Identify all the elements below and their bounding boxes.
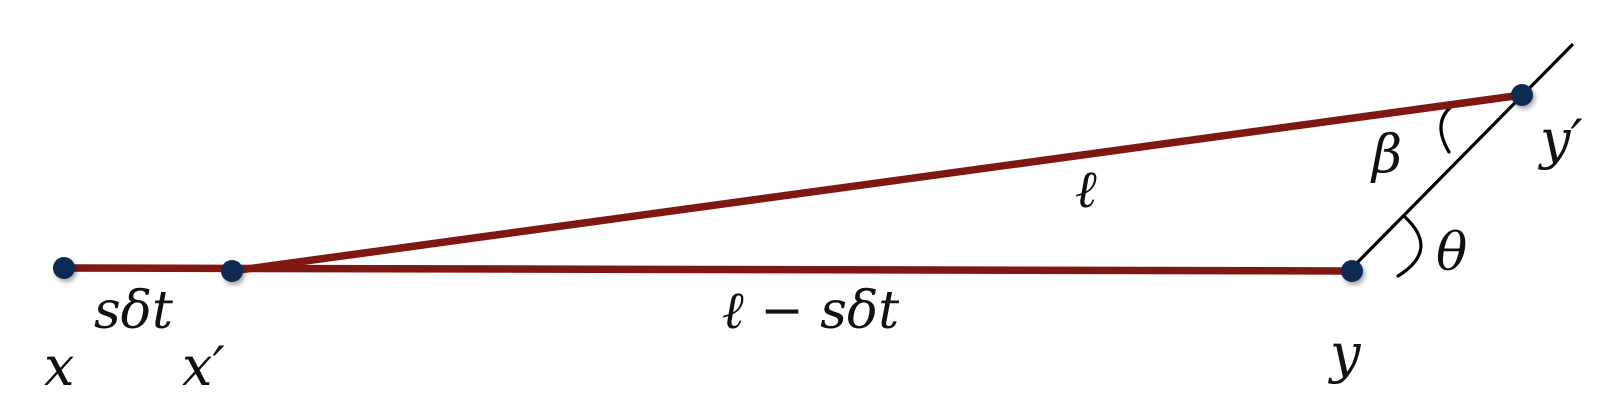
beta-angle-arc	[1439, 101, 1458, 154]
label-y: y	[1328, 322, 1362, 385]
label-x-prime: x′	[182, 335, 225, 398]
label-beta: β	[1370, 125, 1402, 185]
label-ell: ℓ	[1075, 160, 1097, 220]
segment-x-prime-to-y-prime	[228, 91, 1526, 275]
direction-line	[1346, 43, 1574, 274]
label-ell-minus-s-delta-t: ℓ − sδt	[722, 281, 899, 341]
segment-x-to-y	[60, 264, 1356, 275]
label-y-prime: y′	[1538, 108, 1583, 171]
theta-angle-arc	[1396, 215, 1423, 278]
label-x: x	[44, 335, 74, 398]
label-s-delta-t: sδt	[94, 281, 173, 341]
point-x-prime	[221, 260, 243, 282]
point-y	[1341, 260, 1363, 282]
label-theta: θ	[1436, 223, 1467, 283]
point-y-prime	[1511, 84, 1533, 106]
point-x	[53, 257, 75, 279]
